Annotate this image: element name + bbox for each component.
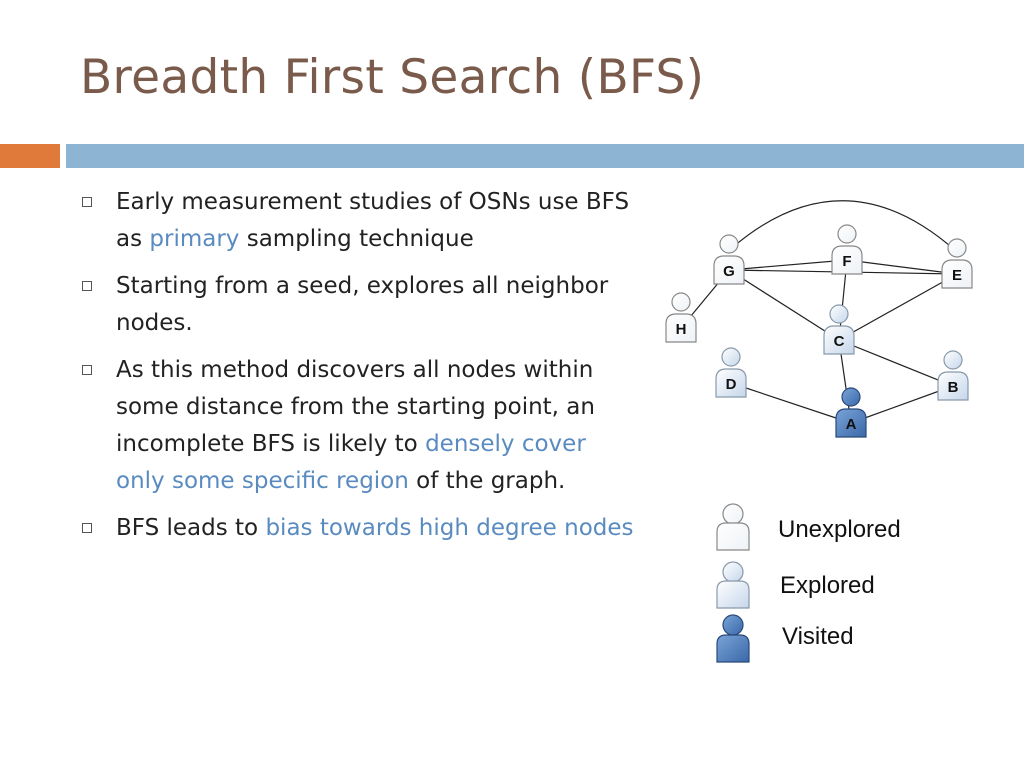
bullet-item: Early measurement studies of OSNs use BF… [78,184,638,258]
legend-label-visited: Visited [782,623,854,650]
graph-edge-C-B [838,339,954,387]
graph-node-H: H [665,292,697,343]
graph-edge-D-A [730,382,852,424]
bullet-list: Early measurement studies of OSNs use BF… [78,184,638,557]
graph-node-D: D [715,347,747,398]
graph-edge-G-F [728,259,848,271]
graph-edge-E-C [838,273,958,341]
accent-bar-blue [66,144,1024,168]
highlight-text: primary [149,226,240,252]
bullet-item: As this method discovers all nodes withi… [78,352,638,500]
bullet-square-icon [82,365,92,375]
graph-node-C: C [823,304,855,355]
graph-node-label: E [952,267,962,284]
legend-icons [716,503,750,663]
legend-unexplored-icon [716,503,750,551]
bullet-square-icon [82,523,92,533]
bullet-text: Early measurement studies of OSNs use BF… [116,189,630,252]
graph-node-B: B [937,350,969,401]
bullet-text: BFS leads to [116,515,266,541]
bullet-square-icon [82,281,92,291]
bullet-text: of the graph. [408,468,566,494]
bullet-text: sampling technique [239,226,474,252]
graph-node-G: G [713,234,745,285]
graph-node-label: D [726,376,737,393]
graph-edge-G-C [728,269,840,341]
graph-node-F: F [831,224,863,275]
bfs-graph-diagram: G F E H C D B A [665,200,973,438]
slide-title: Breadth First Search (BFS) [80,50,705,105]
highlight-text: densely cover only some specific region [116,431,586,494]
graph-edge-arc [732,200,958,253]
graph-edge-F-E [846,259,958,275]
bullet-item: BFS leads to bias towards high degree no… [78,510,638,547]
legend-label-explored: Explored [780,572,875,599]
highlight-text: bias towards high degree nodes [265,515,634,541]
graph-node-E: E [941,238,973,289]
graph-node-label: G [723,263,735,280]
legend-label-unexplored: Unexplored [778,516,901,543]
legend-visited-icon [716,614,750,663]
graph-node-A: A [835,387,867,438]
bullet-item: Starting from a seed, explores all neigh… [78,268,638,342]
graph-node-label: A [846,416,857,433]
graph-edge-B-A [850,385,954,424]
bullet-text: As this method discovers all nodes withi… [116,357,595,457]
accent-bar-orange [0,144,60,168]
graph-node-label: H [676,321,687,338]
legend-explored-icon [716,561,750,609]
graph-node-label: B [948,379,959,396]
bullet-square-icon [82,197,92,207]
graph-node-label: F [842,253,851,270]
bullet-text: Starting from a seed, explores all neigh… [116,273,609,336]
graph-node-label: C [834,333,845,350]
